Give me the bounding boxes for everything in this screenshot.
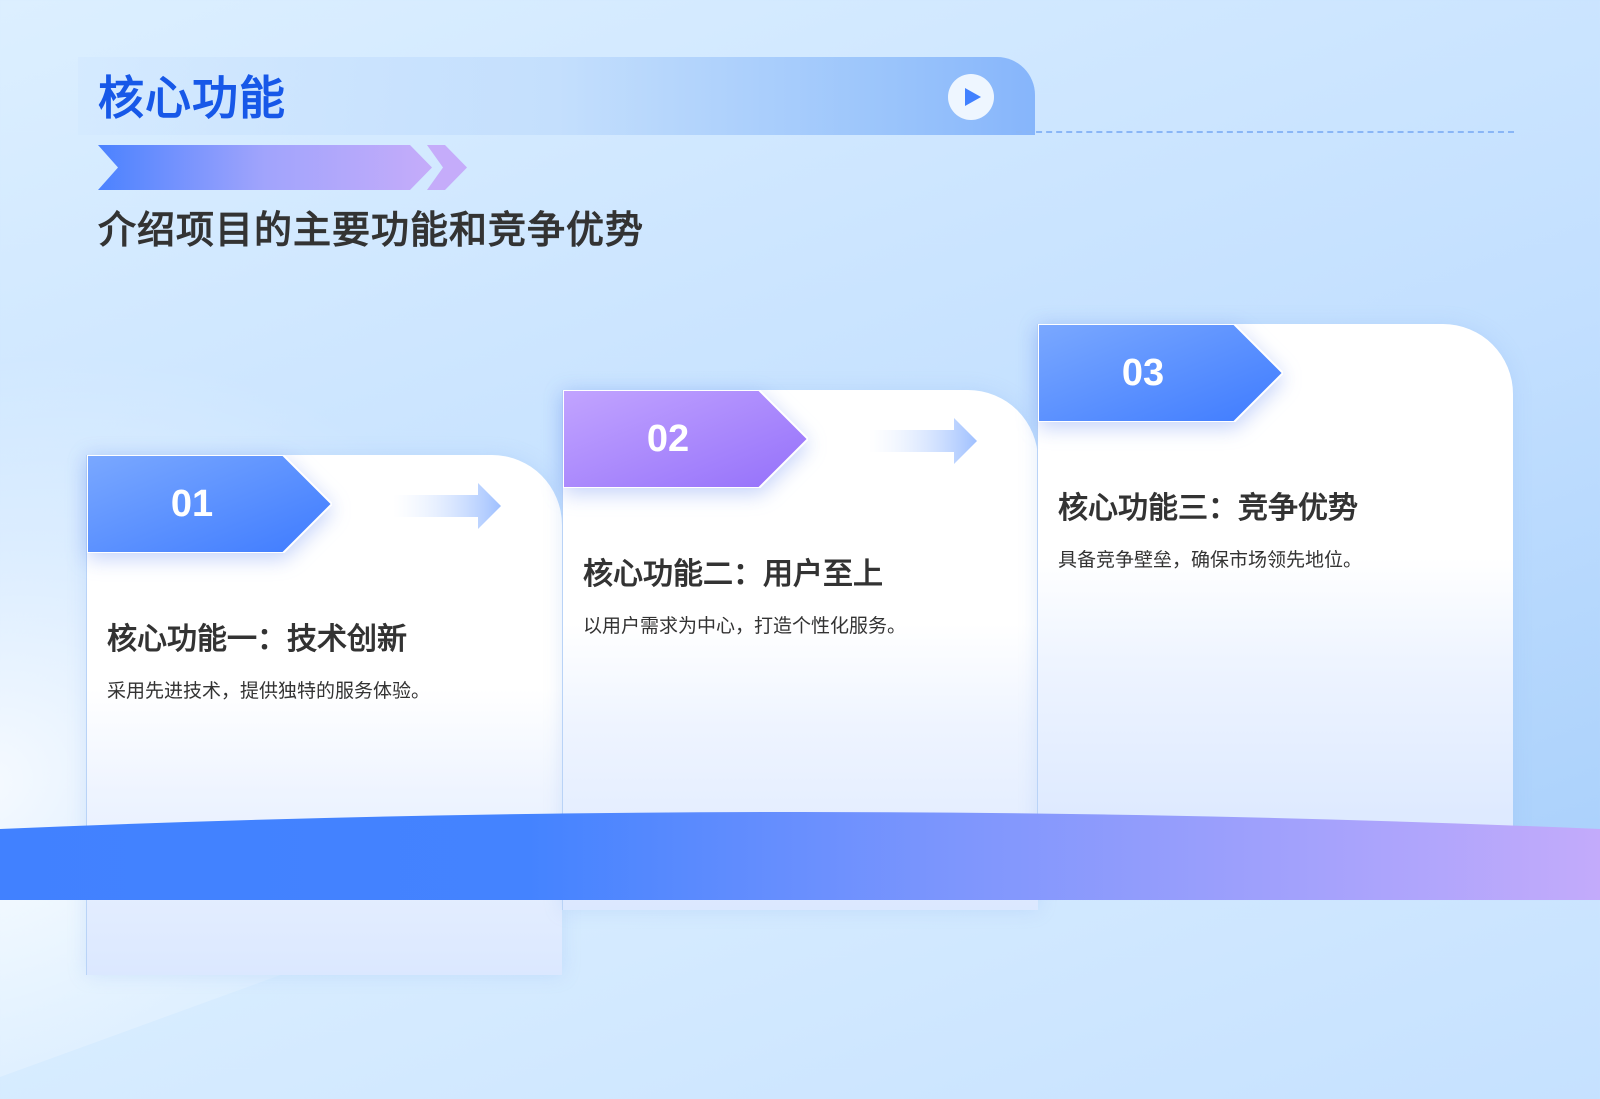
card-number: 01 [170, 482, 214, 525]
card-description: 以用户需求为中心，打造个性化服务。 [583, 616, 907, 637]
number-badge [87, 455, 332, 553]
dashed-divider [1016, 131, 1514, 133]
play-button[interactable] [948, 74, 994, 120]
card-number: 02 [646, 417, 690, 460]
bottom-wave-decoration [0, 812, 1600, 900]
page-title: 核心功能 [98, 72, 286, 124]
card-title: 核心功能一：技术创新 [107, 623, 407, 656]
chevron-decoration [98, 145, 467, 190]
card-title: 核心功能三：竞争优势 [1058, 492, 1358, 525]
title-banner [78, 57, 1035, 135]
feature-card-3: 03 核心功能三：竞争优势 具备竞争壁垒，确保市场领先地位。 [1037, 324, 1513, 844]
card-description: 采用先进技术，提供独特的服务体验。 [107, 681, 431, 702]
number-badge [563, 390, 808, 488]
page-subtitle: 介绍项目的主要功能和竞争优势 [98, 210, 645, 252]
card-title: 核心功能二：用户至上 [583, 558, 883, 591]
card-description: 具备竞争壁垒，确保市场领先地位。 [1058, 550, 1363, 571]
number-badge [1038, 324, 1283, 422]
play-icon [964, 88, 981, 106]
card-number: 03 [1121, 351, 1165, 394]
arrow-right-icon [393, 483, 501, 529]
arrow-right-icon [869, 418, 977, 464]
